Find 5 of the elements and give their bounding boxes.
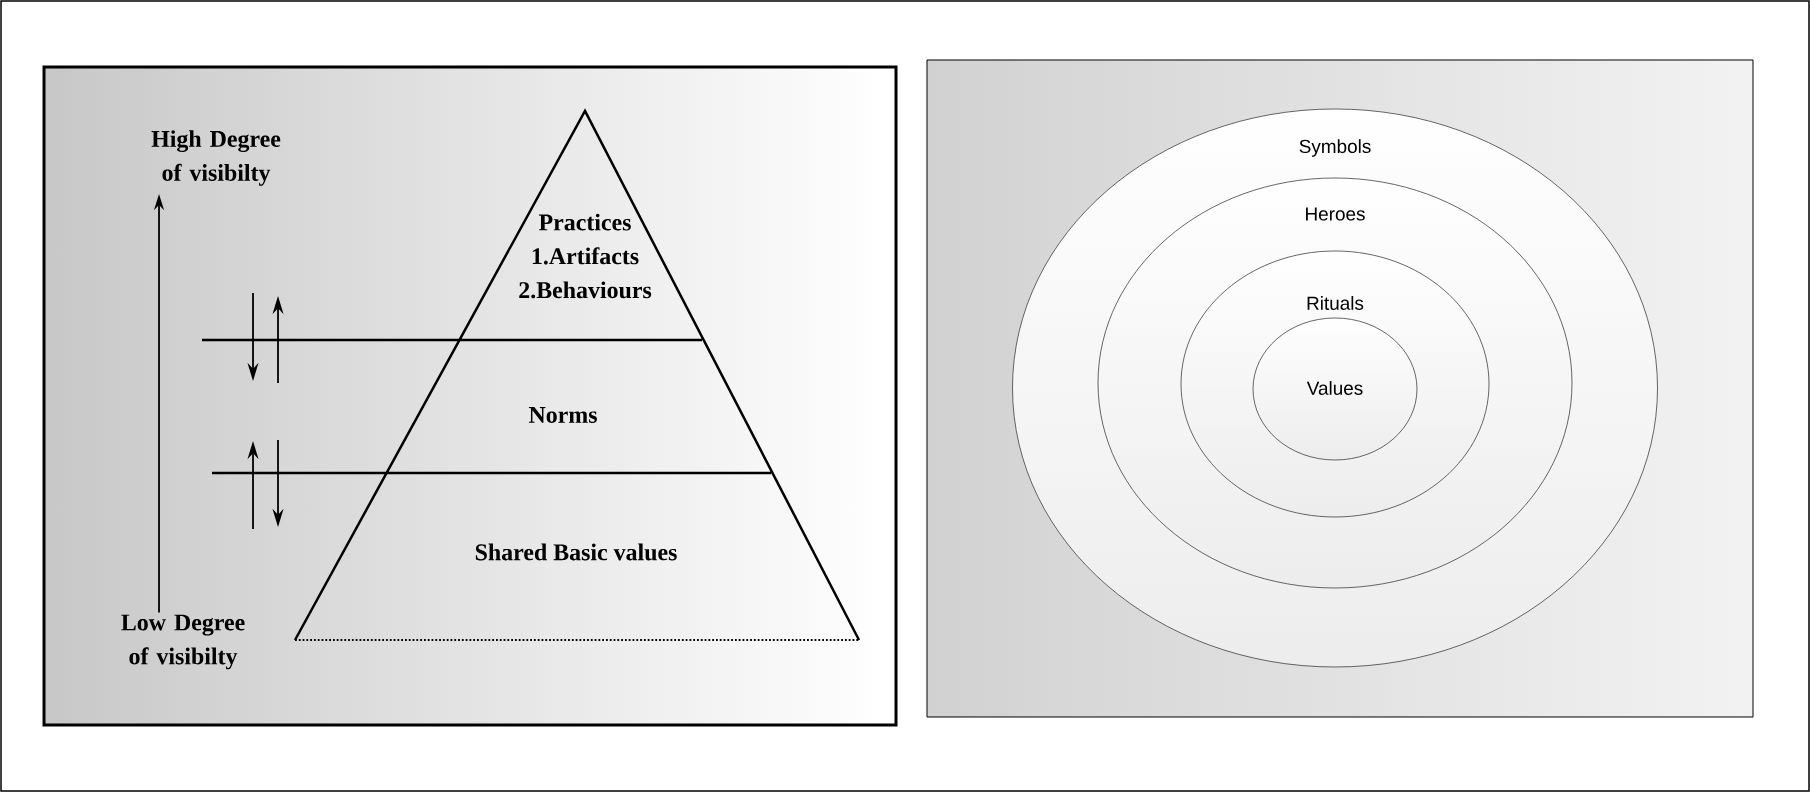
pyramid-level-label: Practices 1.Artifacts 2.Behaviours: [519, 213, 652, 299]
pyramid-level-label: Norms: [528, 407, 597, 423]
pyramid-level-label: Shared Basic values: [475, 543, 677, 561]
axis-label: Low Degree of visibilty: [121, 614, 245, 670]
axis-label: High Degree of visibilty: [151, 130, 281, 186]
